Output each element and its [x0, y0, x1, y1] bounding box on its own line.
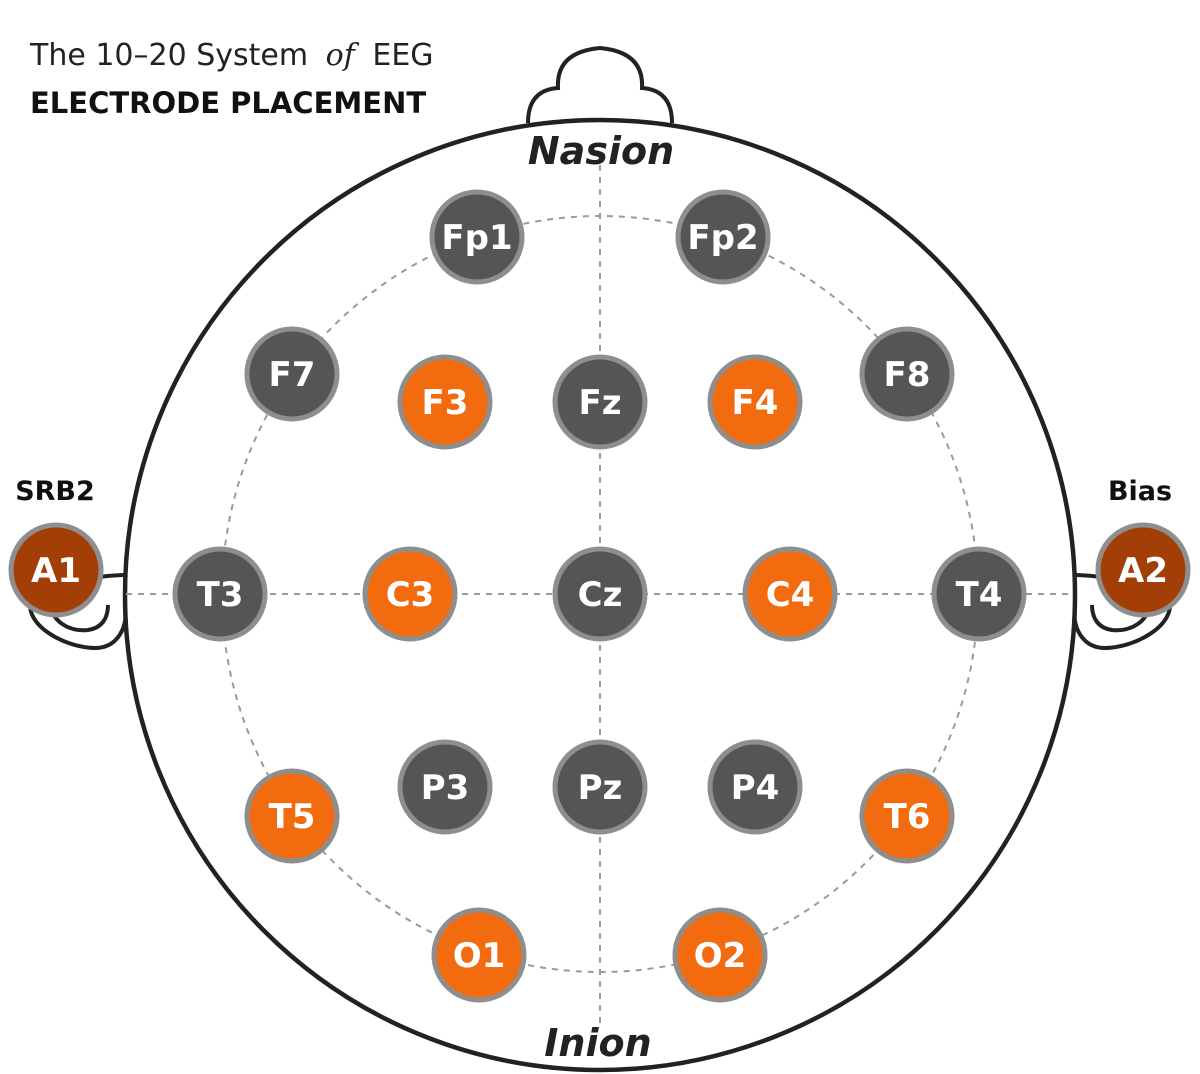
electrode-label: C4 — [766, 575, 815, 615]
electrode-circle — [742, 546, 838, 642]
electrode-pz: Pz — [552, 739, 648, 835]
electrode-circle — [244, 326, 340, 422]
electrode-o1: O1 — [431, 907, 527, 1003]
electrode-label: T5 — [269, 797, 316, 837]
electrode-label: T6 — [884, 797, 931, 837]
electrode-circle — [244, 768, 340, 864]
electrode-label: A2 — [1118, 551, 1168, 591]
electrode-circle — [397, 739, 493, 835]
electrode-fp2: Fp2 — [675, 189, 771, 285]
electrode-f4: F4 — [707, 354, 803, 450]
electrode-t3: T3 — [172, 546, 268, 642]
electrode-circle — [707, 739, 803, 835]
electrode-label: T3 — [197, 575, 244, 615]
electrode-circle — [672, 907, 768, 1003]
electrode-t5: T5 — [244, 768, 340, 864]
electrode-c3: C3 — [362, 546, 458, 642]
electrode-c4: C4 — [742, 546, 838, 642]
electrode-f8: F8 — [859, 326, 955, 422]
electrode-label: C3 — [386, 575, 435, 615]
nose-outline — [526, 45, 674, 124]
electrode-label: F3 — [422, 383, 469, 423]
electrode-label: Cz — [578, 575, 623, 615]
srb2-label: SRB2 — [15, 476, 95, 507]
electrode-cz: Cz — [552, 546, 648, 642]
electrode-label: Fp1 — [441, 218, 512, 258]
electrode-circle — [931, 546, 1027, 642]
electrode-circle — [859, 326, 955, 422]
electrode-circle — [552, 546, 648, 642]
electrode-circle — [397, 354, 493, 450]
electrode-circle — [172, 546, 268, 642]
electrode-label: O1 — [453, 936, 506, 976]
electrode-label: O2 — [694, 936, 747, 976]
electrode-fz: Fz — [552, 354, 648, 450]
electrode-circle — [859, 768, 955, 864]
electrode-circle — [1095, 522, 1191, 618]
title-suffix: EEG — [372, 38, 433, 73]
electrode-circle — [675, 189, 771, 285]
nasion-label: Nasion — [528, 129, 674, 173]
title-of: of — [326, 38, 360, 73]
electrode-t4: T4 — [931, 546, 1027, 642]
inion-label: Inion — [544, 1021, 651, 1065]
electrode-o2: O2 — [672, 907, 768, 1003]
title-line-2: ELECTRODE PLACEMENT — [30, 86, 426, 120]
electrode-circle — [552, 739, 648, 835]
electrode-label: F7 — [269, 355, 316, 395]
electrode-label: Fp2 — [687, 218, 758, 258]
electrode-f7: F7 — [244, 326, 340, 422]
electrode-circle — [431, 907, 527, 1003]
electrode-label: P4 — [731, 768, 780, 808]
electrode-label: Pz — [578, 768, 623, 808]
electrode-label: A1 — [31, 551, 81, 591]
electrode-p4: P4 — [707, 739, 803, 835]
electrode-label: P3 — [421, 768, 470, 808]
electrode-label: F4 — [732, 383, 779, 423]
electrode-circle — [362, 546, 458, 642]
electrode-fp1: Fp1 — [429, 189, 525, 285]
electrode-f3: F3 — [397, 354, 493, 450]
bias-label: Bias — [1108, 476, 1172, 507]
title-prefix: The 10–20 System — [29, 38, 308, 73]
title-line-1: The 10–20 System of EEG — [29, 38, 434, 73]
electrode-a2: A2 — [1095, 522, 1191, 618]
electrode-circle — [707, 354, 803, 450]
electrode-label: T4 — [956, 575, 1003, 615]
electrode-t6: T6 — [859, 768, 955, 864]
electrode-circle — [552, 354, 648, 450]
electrode-label: Fz — [578, 383, 621, 423]
electrode-p3: P3 — [397, 739, 493, 835]
electrode-circle — [8, 522, 104, 618]
electrode-label: F8 — [884, 355, 931, 395]
electrode-circle — [429, 189, 525, 285]
electrode-a1: A1 — [8, 522, 104, 618]
